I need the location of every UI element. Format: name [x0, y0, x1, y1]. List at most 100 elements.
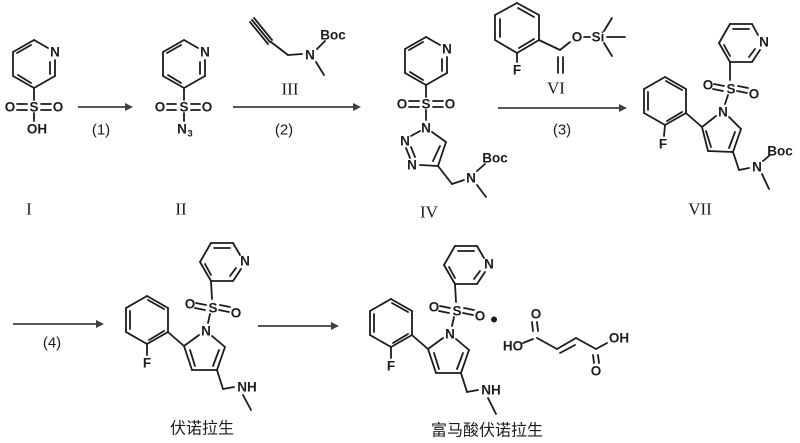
atom-label-oh: OH: [27, 122, 47, 137]
compound-label-vi: VI: [547, 79, 565, 98]
reaction-arrow-salt: [258, 322, 339, 330]
step-label-1: (1): [92, 122, 110, 139]
sulfonyl-group: O S O: [703, 61, 760, 105]
atom-label-n: N: [400, 134, 410, 149]
atom-label-boc: Boc: [320, 28, 346, 43]
atom-label-o: O: [397, 97, 408, 112]
atom-label-n: N: [442, 42, 452, 57]
atom-label-n: N: [466, 171, 476, 186]
atom-label-n: N: [177, 122, 187, 137]
atom-label-s: S: [726, 82, 735, 97]
atom-label-si: Si: [592, 30, 605, 45]
atom-label-n: N: [484, 257, 494, 272]
compound-iv: N O S O N N N N: [397, 36, 508, 222]
silyl-enol-ether-group: O Si: [538, 17, 626, 74]
atom-label-f: F: [387, 359, 395, 374]
atom-label-o: O: [185, 297, 196, 312]
atom-label-o: O: [429, 300, 440, 315]
pyridine-ring: N: [718, 23, 769, 63]
methylamino-methyl-group: NH: [216, 369, 257, 411]
atom-label-s: S: [208, 301, 217, 316]
pyrrole-ring: N: [701, 105, 742, 153]
atom-label-ho: HO: [503, 339, 523, 354]
methylamino-methyl-group: NH: [460, 372, 501, 415]
boc-methylamino-methyl-group: N Boc: [437, 151, 508, 198]
compound-label-vonoprazan: 伏诺拉生: [170, 420, 234, 438]
sulfonyl-azide-group: O S O N 3: [155, 87, 213, 140]
reaction-arrow-step3: (3): [498, 104, 627, 139]
fumaric-acid: HO O O OH: [503, 307, 629, 379]
atom-label-f: F: [659, 137, 667, 152]
pyrrole-ring: N: [427, 327, 470, 374]
step-label-2: (2): [275, 122, 293, 139]
atom-label-nh: NH: [237, 380, 257, 395]
atom-label-oh: OH: [609, 331, 629, 346]
atom-label-boc: Boc: [482, 151, 508, 166]
atom-label-n: N: [240, 254, 250, 269]
reaction-arrow-step2: (2): [233, 103, 361, 139]
boc-methylamino-methyl-group: N Boc: [732, 144, 793, 190]
atom-label-n: N: [200, 45, 210, 60]
pyridine-ring: N: [12, 39, 60, 89]
atom-label-o: O: [531, 307, 542, 322]
atom-label-o: O: [749, 87, 760, 102]
atom-label-n: N: [50, 45, 60, 60]
compound-label-ii: II: [175, 200, 187, 219]
sulfonyl-group: O S O: [397, 84, 456, 121]
step-label-3: (3): [553, 122, 571, 139]
atom-label-o: O: [202, 100, 213, 115]
pyridine-ring: N: [404, 36, 452, 86]
triazole-ring: N N N: [400, 121, 447, 173]
atom-label-n: N: [421, 121, 431, 136]
atom-label-o: O: [445, 97, 456, 112]
atom-label-nh: NH: [481, 383, 501, 398]
sulfonyl-group: O S O: [185, 280, 242, 324]
atom-label-n: N: [718, 105, 728, 120]
atom-label-o: O: [231, 306, 242, 321]
atom-label-n: N: [759, 35, 769, 50]
fluorophenyl-ring: F: [125, 295, 185, 371]
reaction-arrow-step1: (1): [78, 103, 133, 139]
atom-label-f: F: [513, 63, 521, 78]
compound-vonoprazan-fumarate: N O S O • N: [369, 245, 629, 440]
atom-label-n: N: [201, 324, 211, 339]
sulfonic-acid-group: O S O OH: [5, 87, 64, 137]
pyridine-ring: N: [443, 245, 494, 285]
atom-label-n: N: [407, 158, 417, 173]
atom-label-s: S: [29, 100, 38, 115]
pyrrole-ring: N: [183, 324, 226, 371]
fluorophenyl-ring: F: [494, 2, 540, 78]
atom-label-o: O: [53, 100, 64, 115]
atom-label-f: F: [143, 356, 151, 371]
compound-label-iii: III: [282, 80, 299, 99]
compound-vonoprazan: N O S O N: [125, 242, 257, 438]
atom-label-n: N: [752, 160, 762, 175]
pyridine-ring: N: [199, 242, 250, 282]
atom-label-o: O: [703, 78, 714, 93]
sulfonyl-group: O S O: [429, 283, 486, 327]
atom-label-s: S: [421, 97, 430, 112]
compound-ii: N O S O N 3 II: [155, 39, 213, 219]
atom-label-n: N: [445, 327, 455, 342]
atom-label-azide-subscript: 3: [187, 129, 192, 140]
atom-label-n: N: [305, 48, 315, 63]
compound-i: N O S O OH I: [5, 39, 64, 219]
atom-label-o: O: [475, 309, 486, 324]
atom-label-boc: Boc: [767, 144, 793, 159]
fluorophenyl-ring: F: [369, 298, 429, 374]
reaction-arrow-step4: (4): [13, 320, 104, 352]
salt-dot: •: [489, 311, 500, 331]
fluorophenyl-ring: F: [643, 76, 703, 152]
reagent-iii: N Boc III: [249, 17, 346, 99]
step-label-4: (4): [43, 335, 61, 352]
pyridine-ring: N: [162, 39, 210, 89]
atom-label-s: S: [452, 304, 461, 319]
atom-label-o: O: [5, 100, 16, 115]
compound-label-i: I: [26, 200, 32, 219]
compound-label-vonoprazan-fumarate: 富马酸伏诺拉生: [431, 422, 543, 440]
atom-label-s: S: [179, 100, 188, 115]
atom-label-o: O: [155, 100, 166, 115]
reagent-vi: F O Si VI: [494, 2, 626, 98]
